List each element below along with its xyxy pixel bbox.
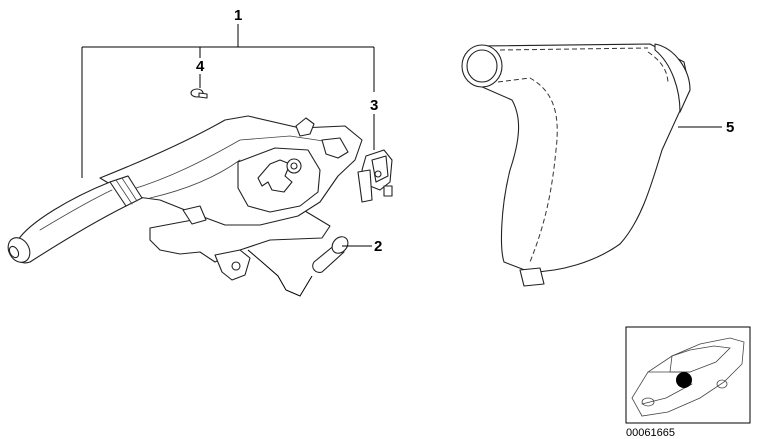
boot-cover-icon[interactable] bbox=[461, 43, 691, 287]
reference-number: 00061665 bbox=[626, 427, 675, 439]
callout-4: 4 bbox=[196, 58, 205, 75]
car-location-thumbnail-icon[interactable] bbox=[625, 326, 751, 424]
callout-2: 2 bbox=[374, 238, 382, 255]
rivet-icon[interactable] bbox=[190, 88, 208, 99]
location-marker bbox=[676, 372, 692, 388]
bolt-icon[interactable] bbox=[312, 234, 351, 273]
callout-3: 3 bbox=[370, 97, 378, 114]
callout-1: 1 bbox=[234, 7, 242, 24]
leader-lines bbox=[81, 24, 722, 247]
break-line bbox=[247, 249, 313, 297]
clip-icon[interactable] bbox=[357, 149, 393, 203]
callout-5: 5 bbox=[726, 119, 734, 136]
handbrake-lever-assembly-icon[interactable] bbox=[4, 115, 363, 281]
